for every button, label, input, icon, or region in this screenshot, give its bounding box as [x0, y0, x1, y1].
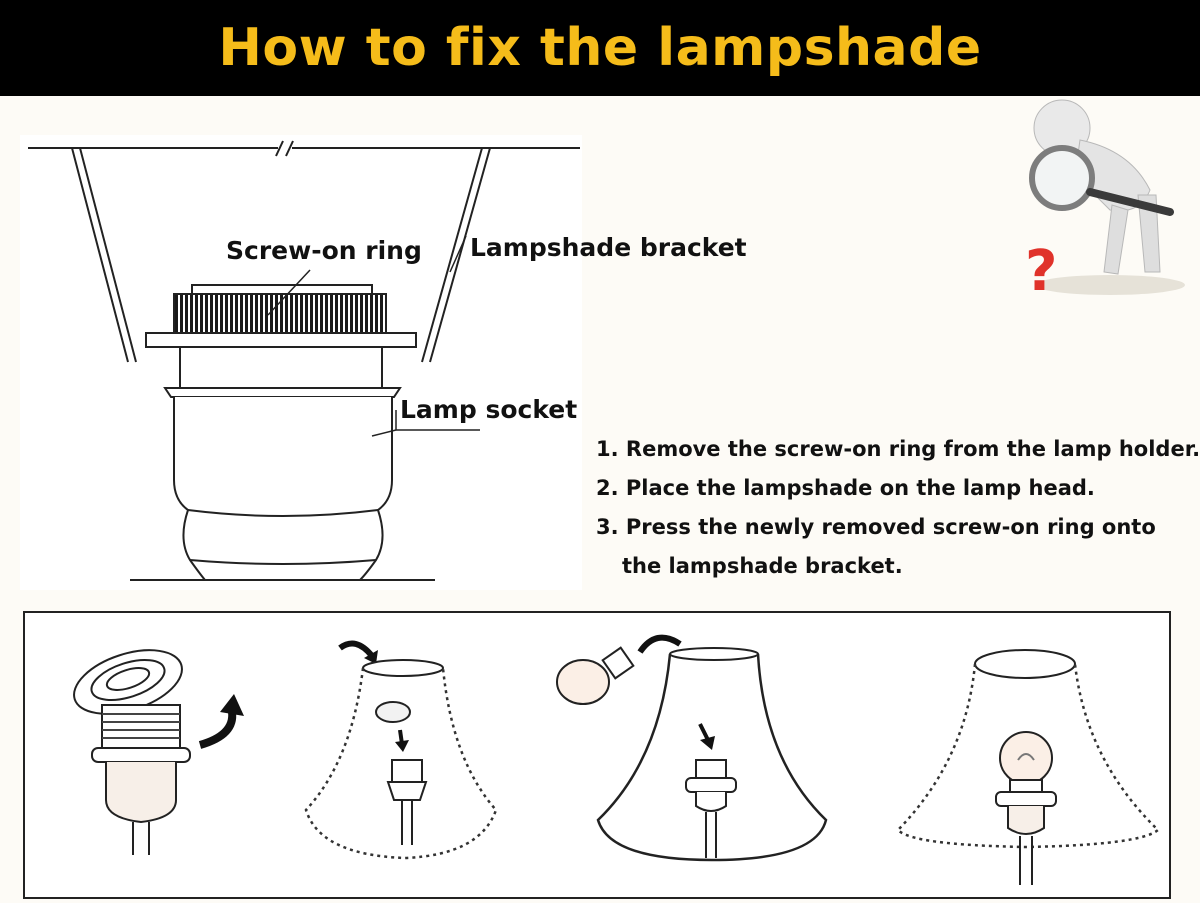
- shade3-top-rim: [669, 647, 759, 661]
- screw-on-ring: [173, 293, 387, 334]
- curved-arrow-icon: [338, 640, 375, 658]
- shade4-dotted-outline: [896, 663, 1160, 849]
- shade-left-outer-wall: [71, 147, 129, 363]
- step-illustration-completed-lamp: [896, 649, 1160, 885]
- lamp-socket-body: [173, 397, 393, 581]
- bulb-glass: [556, 659, 610, 705]
- break-symbol-top: [275, 140, 294, 157]
- socket-flange: [163, 387, 402, 398]
- label-lamp-socket: Lamp socket: [400, 395, 578, 424]
- shade-top-rim: [362, 659, 444, 677]
- title-banner: How to fix the lampshade: [0, 0, 1200, 96]
- step-3-continued: the lampshade bracket.: [622, 554, 903, 578]
- figure-shadow: [1035, 275, 1185, 295]
- falling-ring: [375, 701, 411, 723]
- instruction-steps: 1. Remove the screw-on ring from the lam…: [596, 430, 1200, 586]
- step-illustration-fix-bracket: [556, 634, 828, 862]
- bulb-arrow-icon: [637, 634, 682, 654]
- small-socket-top: [391, 759, 423, 783]
- socket-band-bottom: [189, 559, 377, 565]
- label-screw-on-ring: Screw-on ring: [226, 236, 422, 265]
- step-illustration-remove-ring: [73, 649, 244, 855]
- bracket-leader-line: [449, 235, 467, 273]
- shade4-top-rim: [974, 649, 1076, 679]
- rotate-arrow-icon: [198, 711, 237, 749]
- step-2: 2. Place the lampshade on the lamp head.: [596, 476, 1095, 500]
- shade-left-inner-wall: [79, 147, 137, 363]
- shade3-outline: [596, 653, 828, 862]
- bracket-plate: [145, 332, 417, 348]
- shade-right-outer-wall: [429, 147, 491, 363]
- step-3: 3. Press the newly removed screw-on ring…: [596, 515, 1156, 539]
- figure-left-leg: [1103, 204, 1129, 275]
- bulb-base: [601, 646, 635, 680]
- magnifier-lens: [1029, 145, 1095, 211]
- socket-collar: [91, 747, 191, 763]
- page-title: How to fix the lampshade: [218, 18, 982, 78]
- shade-right-inner-wall: [421, 147, 483, 363]
- dotted-shade-outline: [304, 667, 498, 860]
- figure-right-leg: [1137, 194, 1161, 273]
- screw-ring-leader-line: [267, 269, 311, 316]
- magnifier-handle: [1086, 188, 1174, 216]
- step-illustration-place-shade: [304, 640, 498, 860]
- socket-lower-body: [105, 762, 177, 824]
- step-1: 1. Remove the screw-on ring from the lam…: [596, 437, 1200, 461]
- down-arrow-icon-2: [698, 723, 710, 741]
- label-lampshade-bracket: Lampshade bracket: [470, 233, 747, 262]
- installed-bulb-glass: [999, 731, 1053, 785]
- threaded-socket-top: [101, 704, 181, 750]
- question-mark-icon: ?: [1025, 239, 1057, 304]
- socket-band-top: [187, 509, 379, 517]
- investigator-figure-illustration: ?: [1025, 99, 1185, 304]
- removed-ring-hole: [105, 667, 151, 691]
- socket-leader-line-in: [371, 429, 397, 437]
